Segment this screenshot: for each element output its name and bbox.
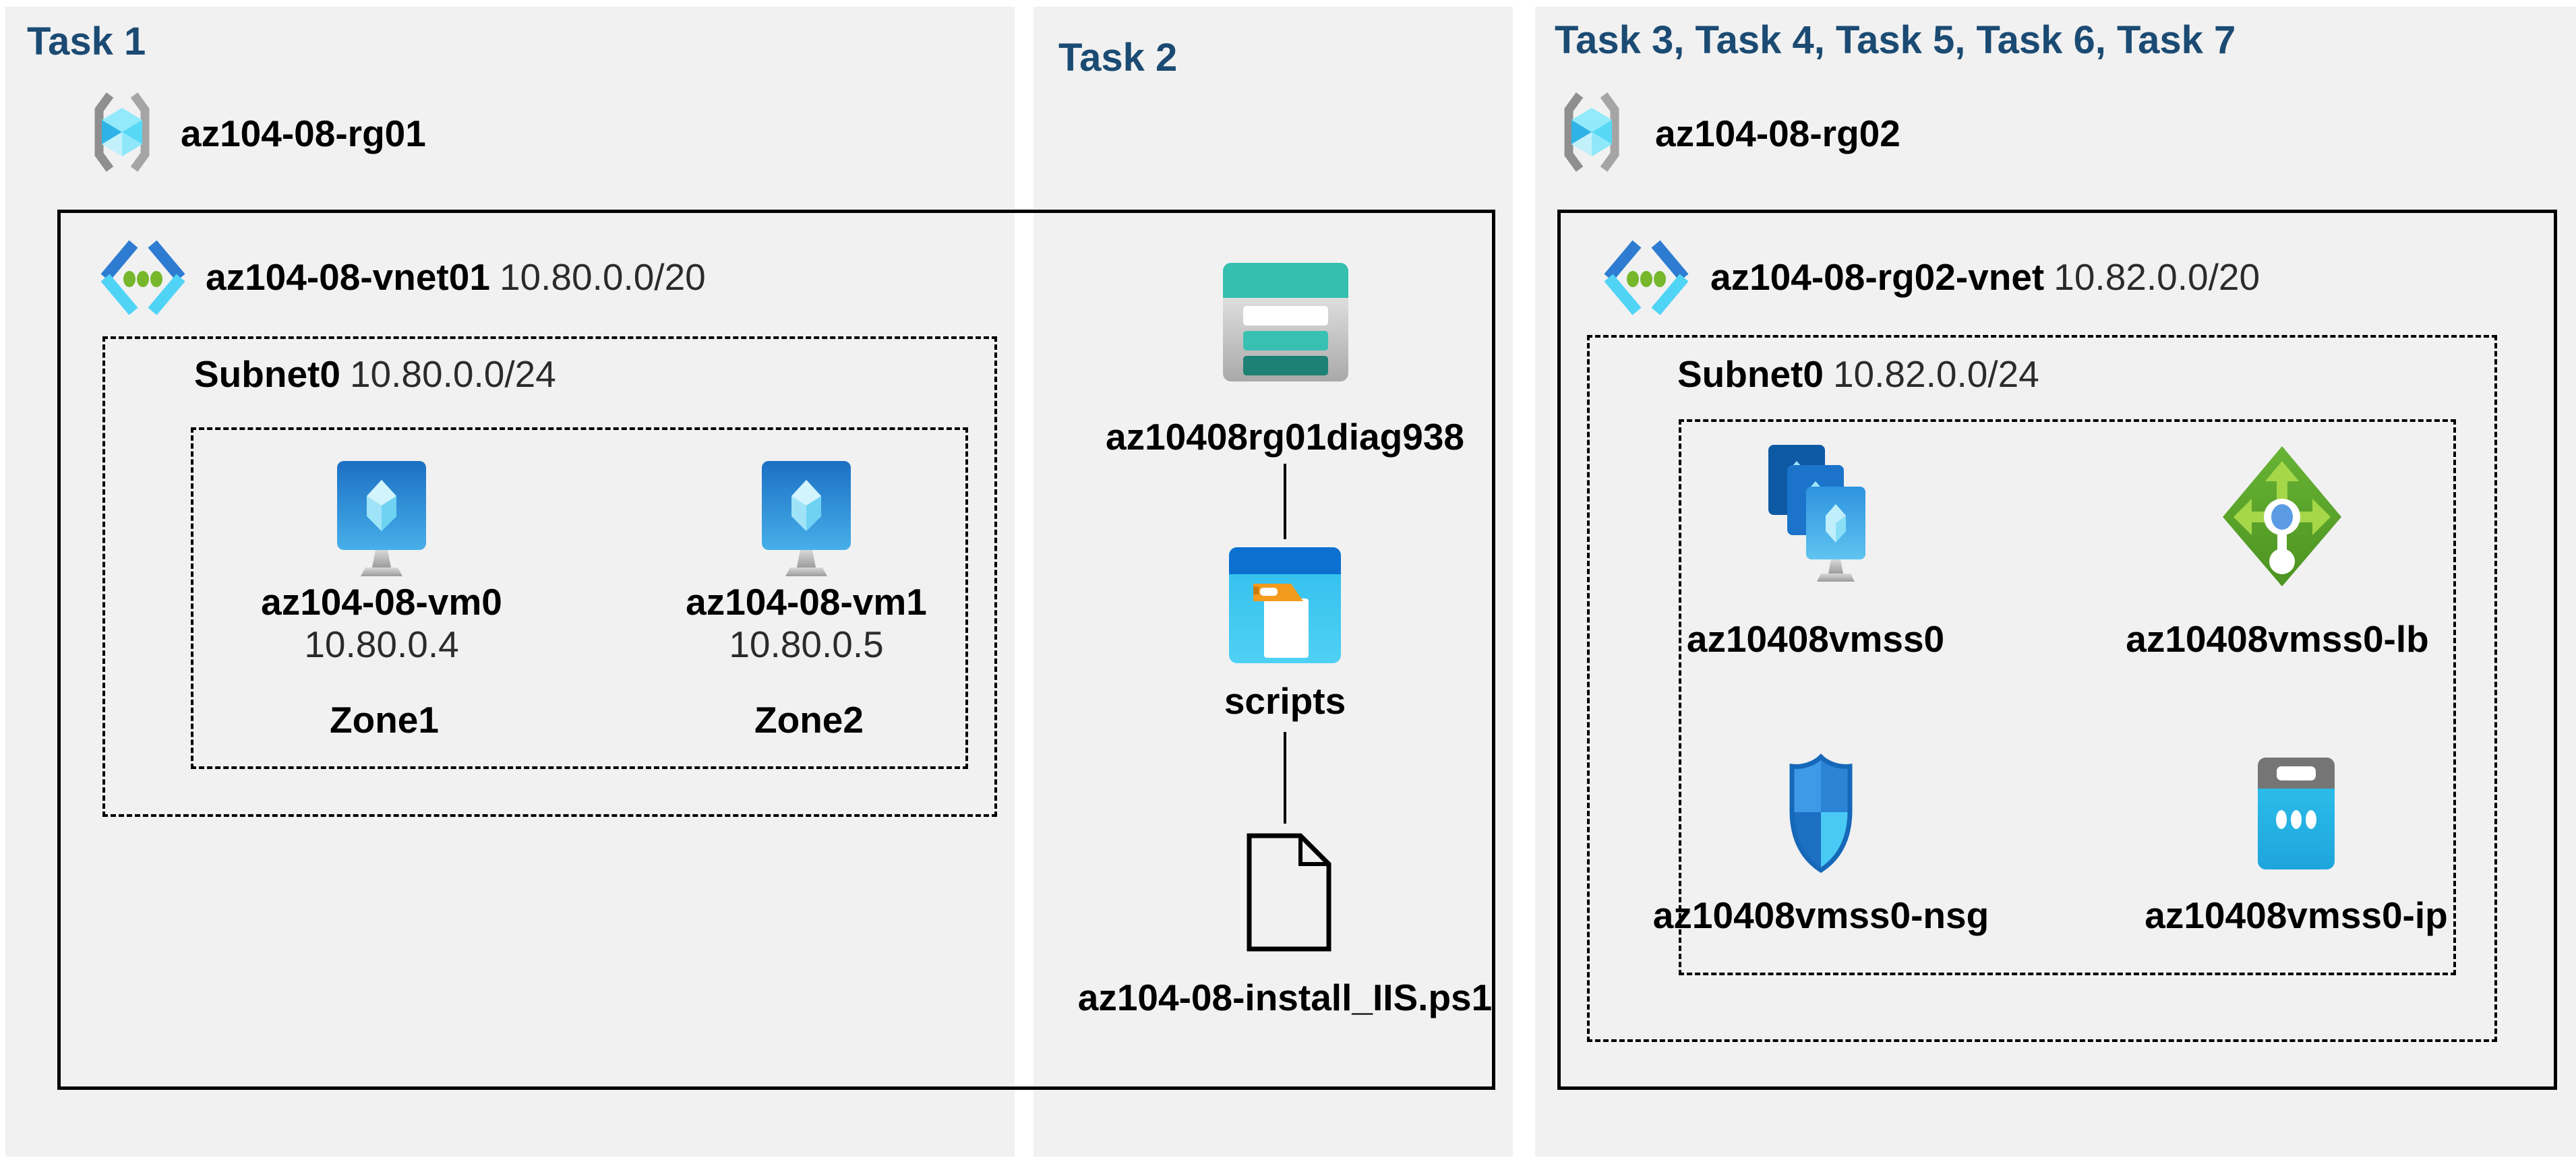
public-ip-icon [2258, 758, 2335, 869]
vmss-resources-box [1679, 419, 2456, 975]
blob-container-icon [1229, 547, 1341, 663]
subnet0-name: Subnet0 [194, 353, 340, 395]
nsg-icon [1789, 754, 1853, 873]
rg02-vnet-box [1557, 210, 2557, 1090]
connector-storage-container [1284, 464, 1286, 539]
vm0-zone: Zone1 [330, 699, 439, 741]
vnet01-name: az104-08-vnet01 [206, 256, 490, 298]
task1-panel [5, 7, 1015, 1157]
task1-header: Task 1 [27, 20, 146, 63]
load-balancer-icon [2223, 446, 2341, 586]
resource-group-icon [1564, 92, 1619, 172]
virtual-machine-icon [337, 461, 426, 576]
virtual-network-icon [100, 240, 185, 315]
subnet0-box-task1 [102, 336, 997, 817]
vnet01-cidr: 10.80.0.0/20 [499, 256, 706, 298]
vm0-name: az104-08-vm0 [261, 581, 502, 623]
subnet0-box-task3 [1587, 335, 2497, 1042]
rg02-vnet-name: az104-08-rg02-vnet [1710, 256, 2045, 298]
task3-header: Task 3, Task 4, Task 5, Task 6, Task 7 [1555, 18, 2236, 62]
storage-account-label: az10408rg01diag938 [1105, 416, 1465, 458]
virtual-machine-icon [762, 461, 851, 576]
script-file-label: az104-08-install_IIS.ps1 [1077, 977, 1493, 1018]
vm-zone-box [191, 427, 968, 769]
rg01-label: az104-08-rg01 [181, 113, 426, 154]
subnet0-cidr: 10.82.0.0/24 [1832, 353, 2039, 395]
vm-scale-set-icon [1768, 445, 1865, 582]
rg02-label: az104-08-rg02 [1655, 113, 1900, 154]
subnet0-cidr: 10.80.0.0/24 [349, 353, 556, 395]
nsg-label: az10408vmss0-nsg [1652, 894, 1989, 936]
public-ip-label: az10408vmss0-ip [2145, 894, 2448, 936]
connector-container-file [1284, 732, 1286, 824]
virtual-network-icon [1604, 240, 1689, 315]
vm0-ip: 10.80.0.4 [304, 623, 459, 665]
vmss-label: az10408vmss0 [1686, 618, 1945, 660]
vm1-ip: 10.80.0.5 [729, 623, 884, 665]
task2-header: Task 2 [1058, 36, 1178, 80]
vm1-zone: Zone2 [754, 699, 864, 741]
load-balancer-label: az10408vmss0-lb [2126, 618, 2429, 660]
script-file-icon [1247, 833, 1331, 952]
vm1-name: az104-08-vm1 [686, 581, 927, 623]
rg02-vnet-cidr: 10.82.0.0/20 [2054, 256, 2260, 298]
storage-account-icon [1223, 263, 1348, 381]
task3-panel [1535, 7, 2576, 1157]
container-label: scripts [1224, 680, 1346, 722]
resource-group-icon [94, 92, 150, 172]
subnet0-name: Subnet0 [1677, 353, 1824, 395]
rg01-vnet-box [57, 210, 1495, 1090]
